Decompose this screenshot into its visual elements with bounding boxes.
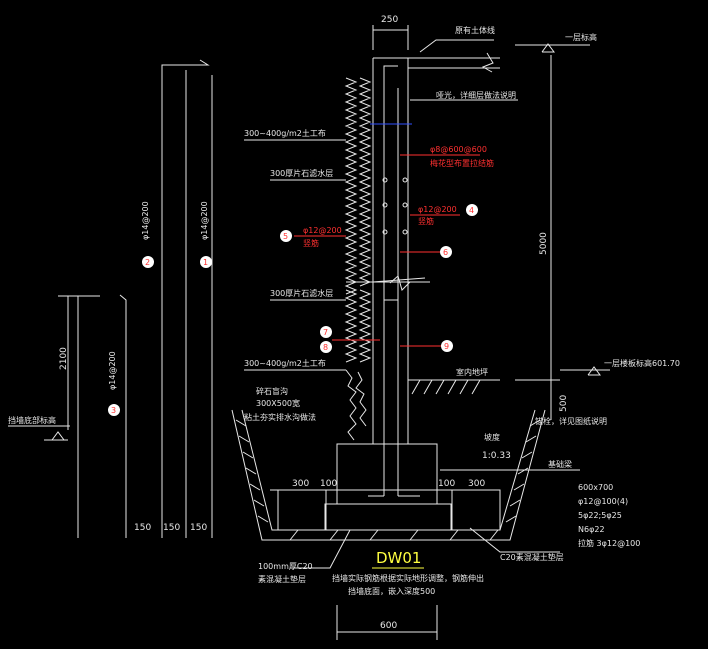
bar3-dim: 150 bbox=[190, 523, 207, 533]
level-top: 一层标高 bbox=[565, 32, 597, 42]
gravel-filter-layer bbox=[344, 77, 372, 363]
concrete-pad: C20素混凝土垫层 bbox=[500, 552, 564, 562]
marker-9 bbox=[441, 340, 453, 352]
marker-8-text: 8 bbox=[323, 343, 328, 352]
label-floor-note: 哑光，详细层做法说明 bbox=[436, 90, 516, 100]
cushion-1: 100mm厚C20 bbox=[258, 562, 313, 571]
gravel-top: 300厚片石滤水层 bbox=[270, 168, 333, 178]
bar-marker-2 bbox=[142, 256, 154, 268]
ground-hatch bbox=[411, 379, 481, 395]
dim-500: 500 bbox=[559, 395, 569, 412]
rebar-b1: φ12@200 bbox=[418, 205, 457, 214]
footing-size: 600x700 bbox=[578, 483, 613, 492]
right-wall-note: 锚栓，详见图纸说明 bbox=[535, 416, 607, 426]
dim-250: 250 bbox=[381, 15, 398, 25]
dim-2100: 2100 bbox=[59, 347, 69, 370]
marker-7 bbox=[320, 326, 332, 338]
footing-r2: 5φ22;5φ25 bbox=[578, 511, 622, 520]
bar-marker-text-2: 2 bbox=[145, 258, 150, 267]
top-label: 原有土体线 bbox=[455, 25, 495, 35]
rebar-a2: 梅花型布置拉结筋 bbox=[430, 158, 494, 168]
dim-600: 600 bbox=[380, 621, 397, 631]
level-ground: 室内地坪 bbox=[456, 367, 488, 377]
marker-8 bbox=[320, 341, 332, 353]
slope-ratio: 1:0.33 bbox=[482, 451, 511, 461]
dim-toe-right: 300 bbox=[468, 479, 485, 489]
bar-marker-1 bbox=[200, 256, 212, 268]
rebar-b-marker-text: 4 bbox=[469, 206, 474, 215]
footing-r3: N6φ22 bbox=[578, 525, 605, 534]
bar2-dim: 150 bbox=[163, 523, 180, 533]
marker-6 bbox=[440, 246, 452, 258]
rebar-a1: φ8@600@600 bbox=[430, 145, 487, 154]
bar-marker-text-1: 1 bbox=[203, 258, 208, 267]
dim-toe-left: 300 bbox=[292, 479, 309, 489]
drawing-title: DW01 bbox=[376, 549, 421, 567]
bar-label-2: φ14@200 bbox=[141, 201, 150, 240]
concrete-leader bbox=[469, 527, 560, 553]
dim-5000: 5000 bbox=[539, 232, 549, 255]
footing-r4: 拉筋 3φ12@100 bbox=[578, 538, 640, 548]
rebar-b-marker bbox=[466, 204, 478, 216]
rebar-c-marker bbox=[280, 230, 292, 242]
bar-label-1: φ14@200 bbox=[200, 201, 209, 240]
drain-label-3: 粘土夯实排水沟做法 bbox=[244, 412, 316, 422]
bar-label-3: φ14@200 bbox=[108, 351, 117, 390]
gravel-mid: 300厚片石滤水层 bbox=[270, 288, 333, 298]
note-line-2: 挡墙底面，嵌入深度500 bbox=[348, 586, 435, 596]
slope-text: 坡度 bbox=[484, 432, 500, 442]
geotextile-bottom: 300~400g/m2土工布 bbox=[244, 358, 326, 368]
bottom-left-label: 挡墙底部标高 bbox=[8, 415, 56, 425]
level-floor-symbol bbox=[587, 366, 601, 376]
footing-label: 基础梁 bbox=[548, 459, 572, 469]
note-line-1: 挡墙实际钢筋根据实际地形调整，钢筋伸出 bbox=[332, 573, 484, 583]
level-floor: 一层楼板标高601.70 bbox=[604, 358, 680, 368]
dim-toe-right-inner: 100 bbox=[438, 479, 455, 489]
excavation-pit bbox=[231, 409, 546, 541]
rebar-c2: 竖筋 bbox=[303, 238, 319, 248]
rebar-c-marker-text: 5 bbox=[283, 232, 288, 241]
marker-7-text: 7 bbox=[323, 328, 328, 337]
level-symbol bbox=[51, 431, 65, 441]
marker-9-text: 9 bbox=[444, 342, 449, 351]
level-top-symbol bbox=[541, 43, 555, 53]
bar1-dim: 150 bbox=[134, 523, 151, 533]
drain-label-2: 300X500宽 bbox=[256, 398, 300, 408]
bar-marker-text-3: 3 bbox=[111, 406, 116, 415]
drain-ditch bbox=[345, 369, 367, 441]
rebar-bar-1 bbox=[161, 59, 213, 538]
footing-r1: φ12@100(4) bbox=[578, 497, 628, 506]
cushion-2: 素混凝土垫层 bbox=[258, 574, 306, 584]
rebar-b2: 竖筋 bbox=[418, 216, 434, 226]
bar-marker-3 bbox=[108, 404, 120, 416]
marker-6-text: 6 bbox=[443, 248, 448, 257]
rebar-bar-3 bbox=[77, 294, 127, 538]
drain-label-1: 碎石盲沟 bbox=[256, 386, 288, 396]
cushion-leader bbox=[290, 529, 351, 569]
dim-toe-left-inner: 100 bbox=[320, 479, 337, 489]
geotextile-top: 300~400g/m2土工布 bbox=[244, 128, 326, 138]
top-label-leader bbox=[419, 39, 494, 53]
rebar-c1: φ12@200 bbox=[303, 226, 342, 235]
